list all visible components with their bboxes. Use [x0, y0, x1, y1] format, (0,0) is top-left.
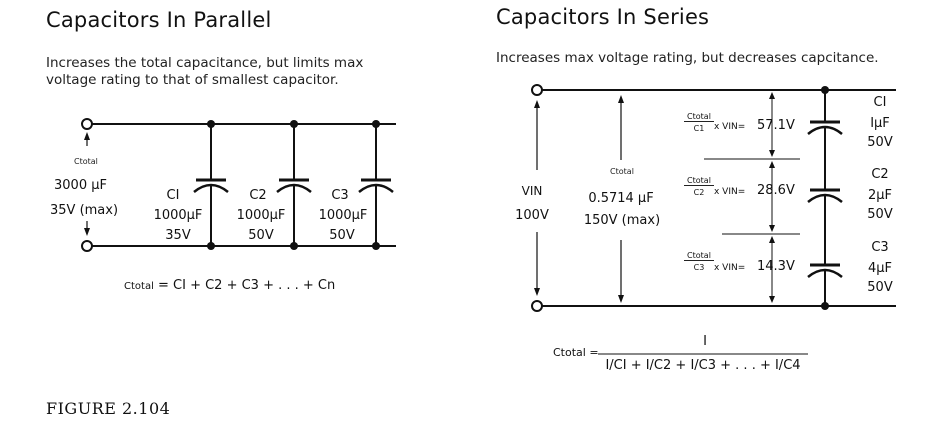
- parallel-formula-lhs: Ctotal: [124, 281, 154, 292]
- parallel-c1-voltage: 35V: [165, 228, 191, 243]
- series-divider-3-num: Ctotal: [687, 251, 711, 260]
- series-vin-value: 100V: [515, 208, 549, 223]
- series-c1-name: CI: [873, 95, 887, 110]
- parallel-total-voltage: 35V (max): [50, 203, 119, 218]
- parallel-top-terminal: [81, 118, 93, 130]
- series-top-terminal: [531, 84, 543, 96]
- series-divider-3-mult: x VIN=: [714, 263, 746, 273]
- series-capacitor-c3: [807, 263, 843, 306]
- figure-caption: FIGURE 2.104: [46, 399, 171, 418]
- series-divider-2-mult: x VIN=: [714, 187, 746, 197]
- parallel-capacitor-c1: [193, 124, 229, 246]
- series-formula-denominator: I/CI + I/C2 + I/C3 + . . . + I/C4: [605, 358, 801, 373]
- series-c1-value: IµF: [870, 116, 890, 131]
- series-divider-2-num: Ctotal: [687, 176, 711, 185]
- series-c3-voltage: 50V: [867, 280, 893, 295]
- parallel-ctotal-label: Ctotal: [74, 157, 98, 166]
- series-divider-1-value: 57.1V: [757, 118, 795, 133]
- series-c2-name: C2: [871, 167, 889, 182]
- series-divider-2-value: 28.6V: [757, 183, 795, 198]
- parallel-c2-voltage: 50V: [248, 228, 274, 243]
- series-ctotal-value: 0.5714 µF: [588, 191, 654, 206]
- parallel-c2-value: 1000µF: [236, 208, 286, 223]
- series-description: Increases max voltage rating, but decrea…: [496, 50, 879, 66]
- series-divider-3-value: 14.3V: [757, 259, 795, 274]
- parallel-c2-name: C2: [249, 188, 267, 203]
- series-bottom-terminal: [531, 300, 543, 312]
- series-divider-2-den: C2: [684, 185, 714, 197]
- series-capacitor-c2: [807, 188, 843, 265]
- parallel-bottom-terminal: [81, 240, 93, 252]
- parallel-formula-rhs: = CI + C2 + C3 + . . . + Cn: [158, 278, 336, 293]
- parallel-c3-value: 1000µF: [318, 208, 368, 223]
- parallel-capacitor-c2: [276, 124, 312, 246]
- series-title: Capacitors In Series: [496, 5, 710, 29]
- series-c2-voltage: 50V: [867, 207, 893, 222]
- series-c3-value: 4µF: [867, 261, 893, 276]
- parallel-c3-name: C3: [331, 188, 349, 203]
- parallel-capacitor-c3: [358, 124, 394, 246]
- parallel-formula: Ctotal = CI + C2 + C3 + . . . + Cn: [124, 278, 335, 293]
- series-divider-1-den: C1: [684, 121, 714, 133]
- series-divider-2-fraction: Ctotal C2: [684, 176, 714, 197]
- parallel-c1-value: 1000µF: [153, 208, 203, 223]
- series-formula-numerator: I: [703, 334, 707, 349]
- series-divider-1-fraction: Ctotal C1: [684, 112, 714, 133]
- series-vin-label: VIN: [521, 184, 543, 198]
- series-c1-voltage: 50V: [867, 135, 893, 150]
- series-divider-3-den: C3: [684, 260, 714, 272]
- parallel-c1-name: CI: [166, 188, 180, 203]
- series-divider-3-fraction: Ctotal C3: [684, 251, 714, 272]
- parallel-description-line2: voltage rating to that of smallest capac…: [46, 72, 339, 88]
- series-ctotal-voltage: 150V (max): [583, 213, 661, 228]
- parallel-c3-voltage: 50V: [329, 228, 355, 243]
- series-c3-name: C3: [871, 240, 889, 255]
- series-divider-1-mult: x VIN=: [714, 122, 746, 132]
- series-formula-lhs: Ctotal =: [553, 346, 599, 359]
- series-ctotal-label: Ctotal: [610, 167, 634, 176]
- parallel-title: Capacitors In Parallel: [46, 8, 272, 32]
- series-c2-value: 2µF: [867, 188, 893, 203]
- parallel-description-line1: Increases the total capacitance, but lim…: [46, 55, 364, 71]
- series-capacitor-c1: [807, 90, 843, 190]
- series-divider-1-num: Ctotal: [687, 112, 711, 121]
- parallel-total-capacitance: 3000 µF: [54, 178, 107, 193]
